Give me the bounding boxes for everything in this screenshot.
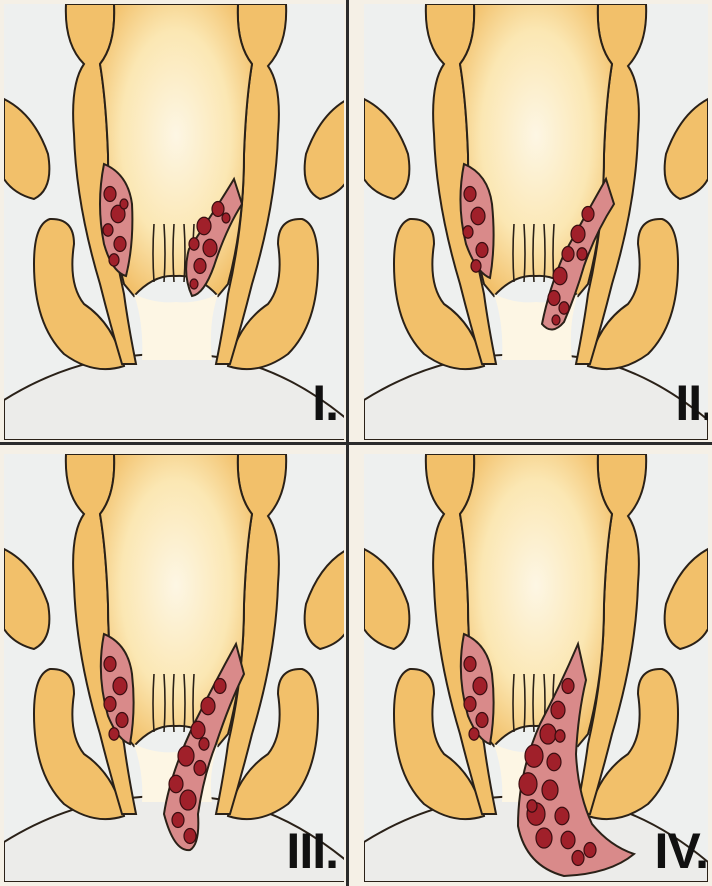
dilated-vessel	[464, 187, 476, 202]
dilated-vessel	[562, 679, 574, 694]
dilated-vessel	[527, 800, 537, 813]
dilated-vessel	[571, 225, 585, 243]
dilated-vessel	[555, 807, 569, 825]
dilated-vessel	[114, 237, 126, 252]
dilated-vessel	[197, 217, 211, 235]
dilated-vessel	[548, 291, 560, 306]
dilated-vessel	[201, 697, 215, 715]
dilated-vessel	[222, 213, 230, 223]
dilated-vessel	[562, 247, 574, 262]
dilated-vessel	[464, 697, 476, 712]
dilated-vessel	[178, 746, 194, 766]
dilated-vessel	[551, 701, 565, 719]
dilated-vessel	[552, 315, 560, 325]
dilated-vessel	[172, 813, 184, 828]
stage-label: IV.	[654, 826, 708, 876]
dilated-vessel	[203, 239, 217, 257]
dilated-vessel	[214, 679, 226, 694]
dilated-vessel	[116, 713, 128, 728]
dilated-vessel	[103, 224, 113, 237]
dilated-vessel	[525, 745, 543, 768]
dilated-vessel	[120, 199, 128, 209]
dilated-vessel	[577, 248, 587, 261]
stage-label: II.	[675, 378, 708, 428]
dilated-vessel	[190, 279, 198, 289]
dilated-vessel	[584, 843, 596, 858]
dilated-vessel	[553, 267, 567, 285]
horizontal-divider	[0, 442, 712, 445]
panel-grade-2: II.	[364, 4, 708, 440]
stage-label: I.	[312, 378, 338, 428]
dilated-vessel	[104, 657, 116, 672]
dilated-vessel	[471, 260, 481, 273]
dilated-vessel	[109, 254, 119, 267]
anal-canal-illustration	[364, 454, 708, 882]
panel-grade-1: I.	[4, 4, 344, 440]
dilated-vessel	[582, 207, 594, 222]
dilated-vessel	[184, 829, 196, 844]
anal-canal-illustration	[4, 4, 344, 440]
dilated-vessel	[547, 753, 561, 771]
panel-grade-3: III.	[4, 454, 344, 882]
dilated-vessel	[464, 657, 476, 672]
dilated-vessel	[561, 831, 575, 849]
anal-canal	[134, 294, 218, 360]
dilated-vessel	[542, 780, 558, 800]
dilated-vessel	[572, 851, 584, 866]
dilated-vessel	[555, 730, 565, 743]
dilated-vessel	[104, 697, 116, 712]
dilated-vessel	[476, 713, 488, 728]
dilated-vessel	[194, 761, 206, 776]
dilated-vessel	[109, 728, 119, 741]
dilated-vessel	[189, 238, 199, 251]
dilated-vessel	[540, 724, 556, 744]
dilated-vessel	[199, 738, 209, 751]
dilated-vessel	[191, 721, 205, 739]
dilated-vessel	[113, 677, 127, 695]
anal-canal-illustration	[364, 4, 708, 440]
dilated-vessel	[471, 207, 485, 225]
anal-canal-illustration	[4, 454, 344, 882]
dilated-vessel	[104, 187, 116, 202]
dilated-vessel	[169, 775, 183, 793]
dilated-vessel	[463, 226, 473, 239]
dilated-vessel	[194, 259, 206, 274]
dilated-vessel	[476, 243, 488, 258]
dilated-vessel	[519, 773, 537, 796]
dilated-vessel	[212, 202, 224, 217]
stage-label: III.	[286, 826, 338, 876]
dilated-vessel	[559, 302, 569, 315]
dilated-vessel	[469, 728, 479, 741]
dilated-vessel	[180, 790, 196, 810]
dilated-vessel	[473, 677, 487, 695]
dilated-vessel	[536, 828, 552, 848]
panel-grade-4: IV.	[364, 454, 708, 882]
